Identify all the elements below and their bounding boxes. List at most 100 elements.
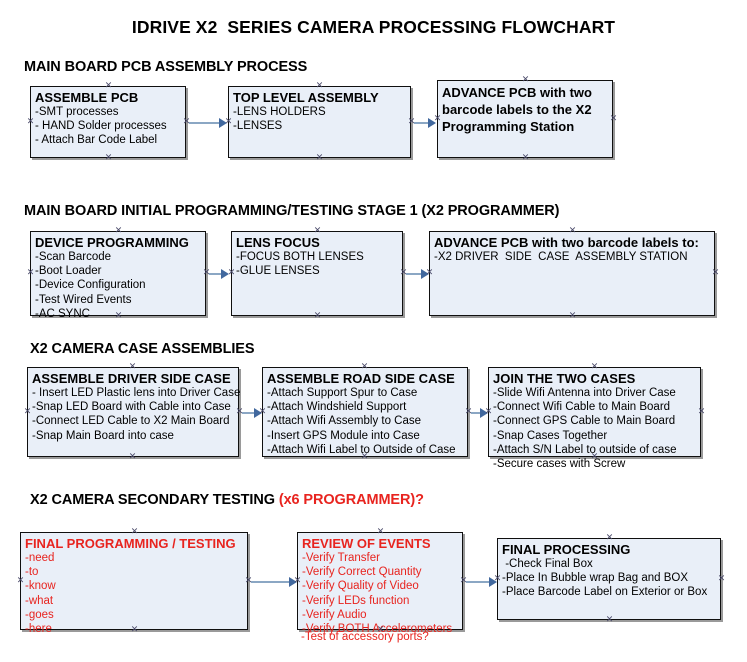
flow-box-line: -Attach Windshield Support: [267, 401, 407, 414]
flow-box-line: -AC SYNC: [35, 307, 90, 320]
connection-handle-top[interactable]: ✕: [568, 226, 577, 236]
connector-arrowhead: [289, 577, 297, 587]
connection-handle-left[interactable]: ✕: [258, 407, 267, 417]
section-heading-main-board-initial-programming: MAIN BOARD INITIAL PROGRAMMING/TESTING S…: [24, 203, 560, 219]
flow-box-line: -Verify LEDs function: [302, 594, 410, 607]
connector-line: [471, 412, 482, 414]
connection-handle-top[interactable]: ✕: [590, 362, 599, 372]
connector-line: [242, 412, 256, 414]
connection-handle-bottom[interactable]: ✕: [315, 153, 324, 163]
connection-handle-right[interactable]: ✕: [717, 574, 726, 584]
flow-box-title: LENS FOCUS: [236, 235, 320, 250]
connection-handle-top[interactable]: ✕: [605, 533, 614, 543]
connection-handle-top[interactable]: ✕: [130, 527, 139, 537]
flow-box-title: TOP LEVEL ASSEMBLY: [233, 90, 379, 105]
flow-box-title: ASSEMBLE ROAD SIDE CASE: [267, 371, 455, 386]
flow-box-top-level-assembly[interactable]: TOP LEVEL ASSEMBLY -LENS HOLDERS -LENSES: [228, 86, 411, 158]
connection-handle-left[interactable]: ✕: [493, 574, 502, 584]
connection-handle-right[interactable]: ✕: [609, 114, 618, 124]
flow-box-line: -LENS HOLDERS: [233, 106, 326, 118]
connector-line: [251, 581, 291, 583]
flow-box-line: - HAND Solder processes: [35, 120, 167, 133]
flow-box-advance-pcb-driver-side-case[interactable]: ADVANCE PCB with two barcode labels to: …: [429, 231, 715, 316]
flow-box-line: -FOCUS BOTH LENSES: [236, 251, 364, 263]
connection-handle-bottom[interactable]: ✕: [104, 153, 113, 163]
connection-handle-top[interactable]: ✕: [313, 226, 322, 236]
flow-box-lens-focus[interactable]: LENS FOCUS -FOCUS BOTH LENSES -GLUE LENS…: [231, 231, 403, 316]
section-heading-text: MAIN BOARD INITIAL PROGRAMMING/TESTING S…: [24, 203, 560, 219]
connection-handle-top[interactable]: ✕: [128, 362, 137, 372]
flow-box-join-the-two-cases[interactable]: JOIN THE TWO CASES -Slide Wifi Antenna i…: [488, 367, 701, 470]
flow-box-line: -LENSES: [233, 120, 283, 133]
flow-box-line: -GLUE LENSES: [236, 265, 320, 278]
flow-box-line: - Attach Bar Code Label: [35, 134, 158, 147]
connection-handle-left[interactable]: ✕: [26, 117, 35, 127]
flow-box-assemble-road-side-case[interactable]: ASSEMBLE ROAD SIDE CASE -Attach Support …: [262, 367, 468, 457]
flow-box-title: ASSEMBLE PCB: [35, 90, 139, 105]
connection-handle-left[interactable]: ✕: [23, 407, 32, 417]
flow-box-line: -Verify Quality of Video: [302, 580, 419, 593]
flow-box-line: -know: [25, 580, 56, 593]
connection-handle-top[interactable]: ✕: [104, 81, 113, 91]
connection-handle-right[interactable]: ✕: [244, 576, 253, 586]
flow-box-final-processing[interactable]: FINAL PROCESSING -Check Final Box -Place…: [497, 538, 721, 620]
flow-box-title: DEVICE PROGRAMMING: [35, 235, 189, 250]
connection-handle-right[interactable]: ✕: [182, 117, 191, 127]
connection-handle-left[interactable]: ✕: [26, 268, 35, 278]
connection-handle-bottom[interactable]: ✕: [605, 615, 614, 625]
connector-line: [406, 273, 424, 275]
flow-box-assemble-driver-side-case[interactable]: ASSEMBLE DRIVER SIDE CASE - Insert LED P…: [27, 367, 240, 457]
flow-box-line: -Verify Audio: [302, 608, 367, 621]
connection-handle-right[interactable]: ✕: [697, 407, 706, 417]
flow-box-line: -Scan Barcode: [35, 251, 112, 263]
flow-box-title: REVIEW OF EVENTS: [302, 536, 431, 551]
connection-handle-bottom[interactable]: ✕: [114, 311, 123, 321]
section-heading-text: X2 CAMERA CASE ASSEMBLIES: [30, 341, 255, 357]
flow-box-title: ASSEMBLE DRIVER SIDE CASE: [32, 371, 231, 386]
flow-box-title: FINAL PROCESSING: [502, 542, 631, 557]
connection-handle-bottom[interactable]: ✕: [360, 452, 369, 462]
connection-handle-right[interactable]: ✕: [399, 268, 408, 278]
connection-handle-right[interactable]: ✕: [711, 268, 720, 278]
connection-handle-left[interactable]: ✕: [224, 117, 233, 127]
connection-handle-bottom[interactable]: ✕: [130, 625, 139, 635]
connection-handle-top[interactable]: ✕: [315, 81, 324, 91]
connection-handle-top[interactable]: ✕: [376, 527, 385, 537]
flow-box-review-of-events[interactable]: REVIEW OF EVENTS -Verify Transfer -Verif…: [297, 532, 463, 635]
connection-handle-left[interactable]: ✕: [425, 268, 434, 278]
flow-box-assemble-pcb[interactable]: ASSEMBLE PCB -SMT processes - HAND Solde…: [30, 86, 186, 158]
connector-arrowhead: [480, 408, 488, 418]
connection-handle-bottom[interactable]: ✕: [521, 153, 530, 163]
connection-handle-left[interactable]: ✕: [484, 407, 493, 417]
connection-handle-bottom[interactable]: ✕: [590, 452, 599, 462]
connection-handle-top[interactable]: ✕: [521, 75, 530, 85]
connection-handle-bottom[interactable]: ✕: [376, 625, 385, 635]
connector-arrowhead: [428, 118, 436, 128]
connection-handle-bottom[interactable]: ✕: [128, 452, 137, 462]
connector-arrowhead: [219, 118, 227, 128]
connection-handle-right[interactable]: ✕: [459, 576, 468, 586]
connection-handle-right[interactable]: ✕: [202, 268, 211, 278]
flow-box-line: -SMT processes: [35, 106, 119, 118]
flow-box-line: -need: [25, 552, 55, 564]
connection-handle-bottom[interactable]: ✕: [568, 311, 577, 321]
connection-handle-left[interactable]: ✕: [227, 268, 236, 278]
connection-handle-left[interactable]: ✕: [293, 576, 302, 586]
connection-handle-top[interactable]: ✕: [114, 226, 123, 236]
connection-handle-right[interactable]: ✕: [407, 117, 416, 127]
flow-box-advance-pcb-programming-station[interactable]: ADVANCE PCB with two barcode labels to t…: [437, 80, 613, 158]
connection-handle-right[interactable]: ✕: [464, 407, 473, 417]
connection-handle-bottom[interactable]: ✕: [313, 311, 322, 321]
flow-box-line: -Connect GPS Cable to Main Board: [493, 415, 676, 428]
page-title: IDRIVE X2 SERIES CAMERA PROCESSING FLOWC…: [131, 17, 616, 37]
connection-handle-left[interactable]: ✕: [433, 114, 442, 124]
flow-box-final-programming-testing[interactable]: FINAL PROGRAMMING / TESTING -need -to -k…: [20, 532, 248, 635]
section-heading-main-board-pcb-assembly-process: MAIN BOARD PCB ASSEMBLY PROCESS: [24, 59, 307, 75]
connection-handle-top[interactable]: ✕: [360, 362, 369, 372]
flow-box-overflow-line: -Test of accessory ports?: [301, 631, 429, 643]
connection-handle-left[interactable]: ✕: [16, 576, 25, 586]
flow-box-line: -Boot Loader: [35, 265, 102, 278]
flow-box-device-programming[interactable]: DEVICE PROGRAMMING -Scan Barcode -Boot L…: [30, 231, 206, 320]
flow-box-line: -Secure cases with Screw: [493, 458, 626, 471]
connection-handle-right[interactable]: ✕: [235, 407, 244, 417]
